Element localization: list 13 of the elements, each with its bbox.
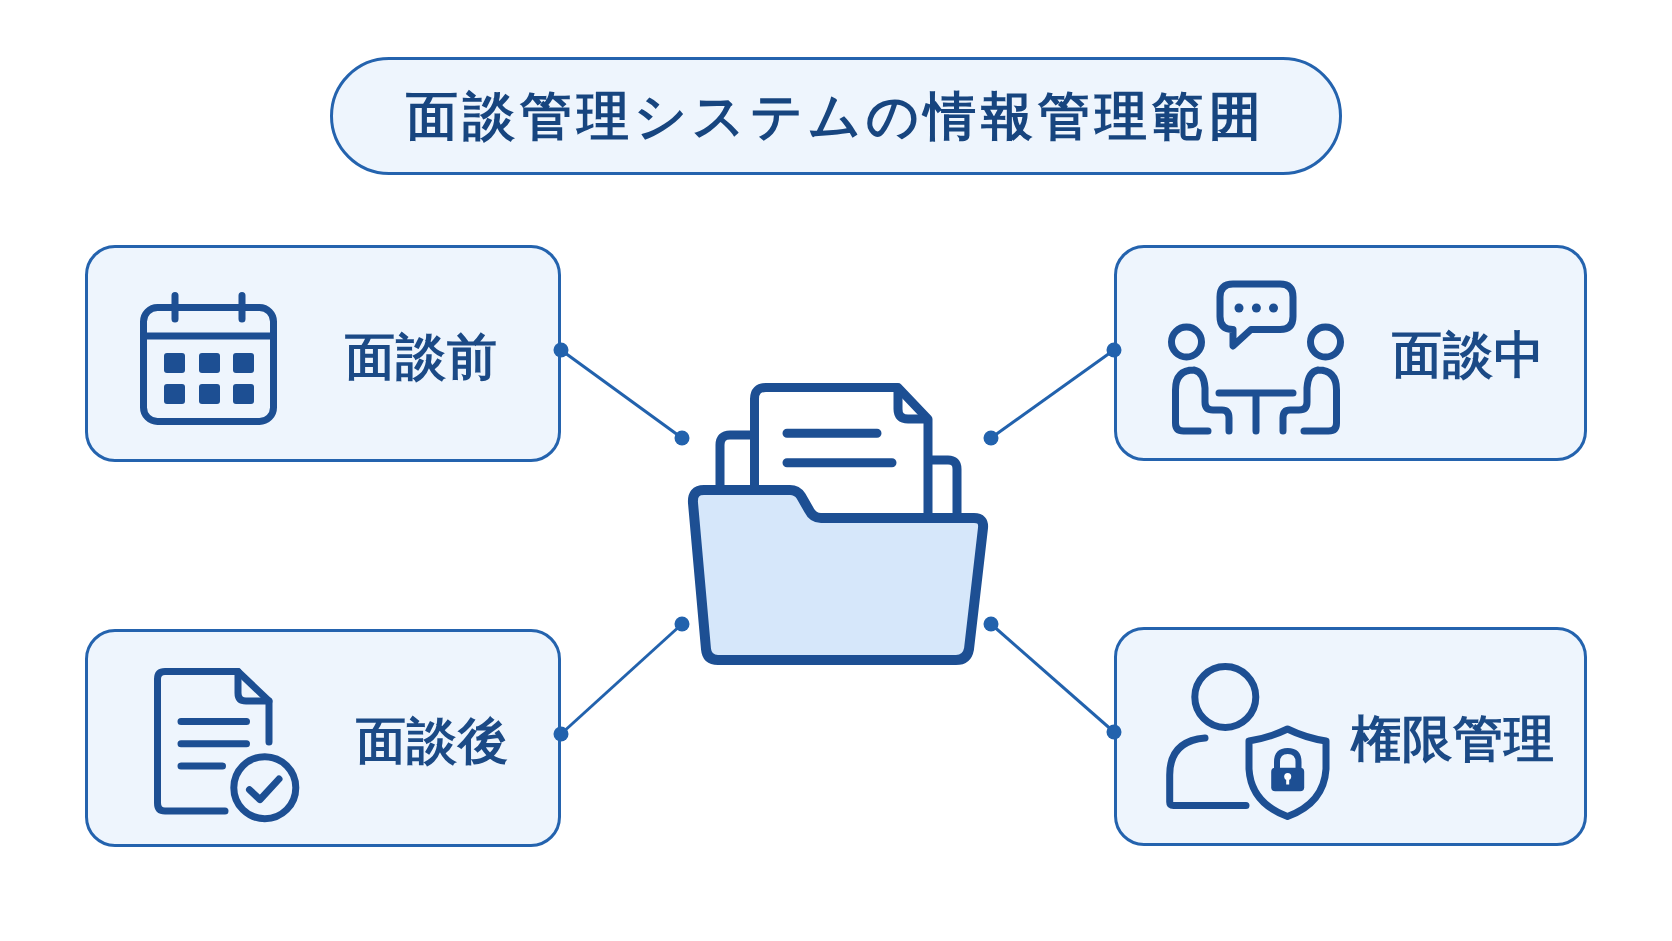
label-text: 権限管理 [1351, 714, 1555, 764]
label-text: 面談中 [1392, 330, 1545, 380]
rounded-box [1114, 627, 1587, 846]
rounded-box [85, 245, 561, 462]
rounded-box [85, 629, 561, 847]
connector-line [983, 616, 1122, 740]
title-banner: 面談管理システムの情報管理範囲 [330, 57, 1342, 175]
connector-line [983, 342, 1122, 446]
label-text: 面談前 [345, 332, 498, 382]
connector-line [553, 342, 690, 446]
rounded-box [1114, 245, 1587, 461]
label-text: 面談後 [356, 716, 509, 766]
connector-line [553, 616, 690, 742]
